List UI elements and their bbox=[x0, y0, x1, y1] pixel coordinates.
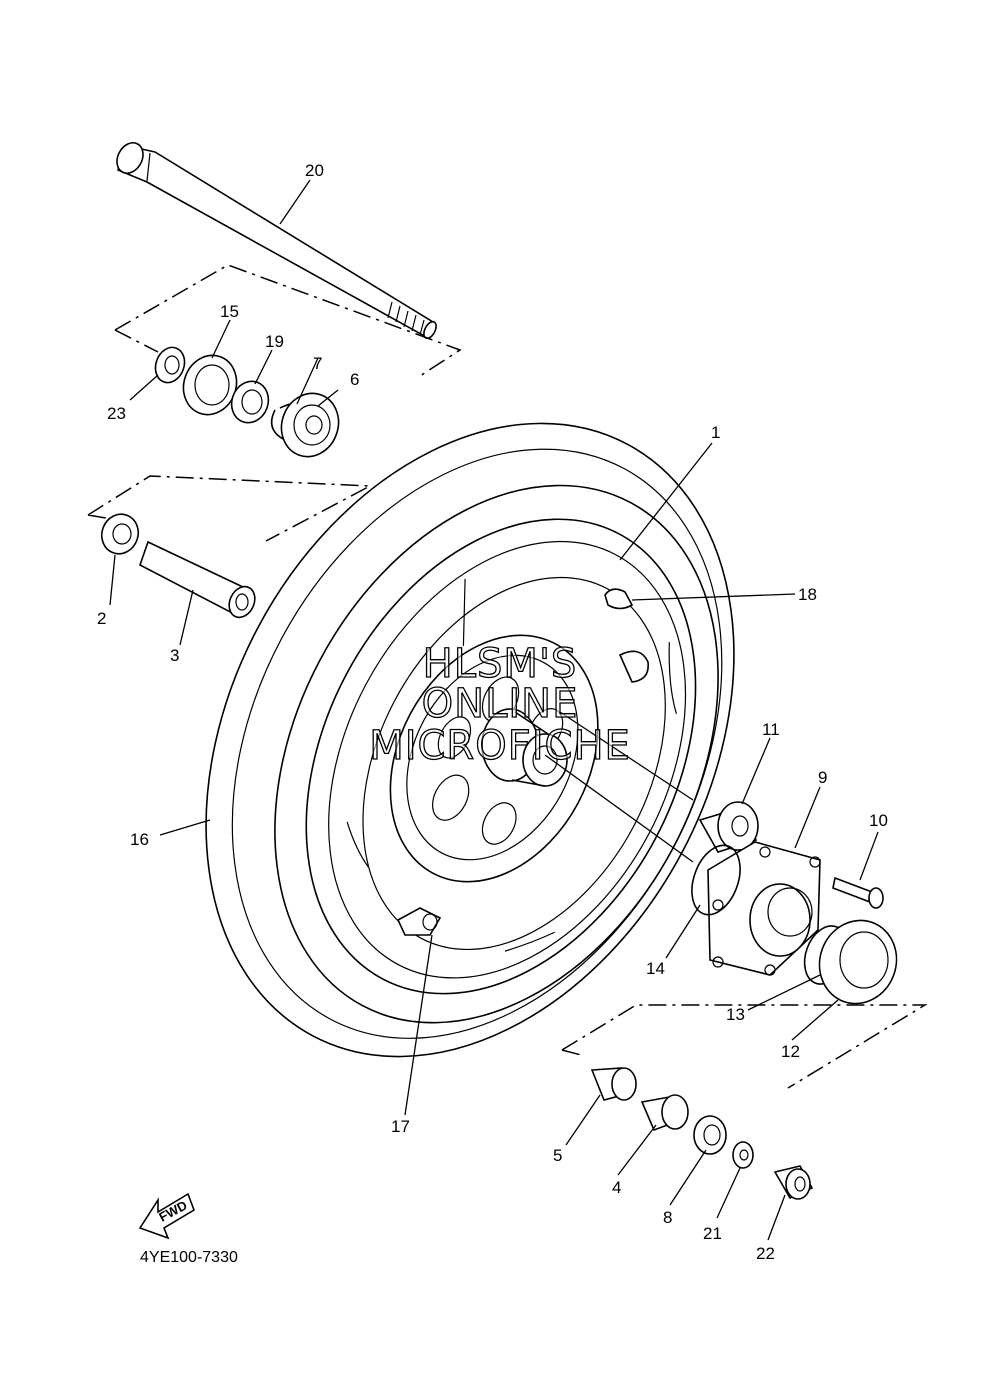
valve-stem bbox=[396, 907, 442, 936]
part-label-4: 4 bbox=[612, 1178, 621, 1197]
axle bbox=[116, 141, 437, 340]
part-label-6: 6 bbox=[350, 370, 359, 389]
part-10-shape bbox=[832, 876, 884, 909]
part-21-shape bbox=[732, 1141, 754, 1169]
watermark-line-3: MICROFICHE bbox=[369, 723, 631, 769]
part-5-shape bbox=[590, 1067, 637, 1101]
part-4-shape bbox=[640, 1094, 689, 1132]
part-6-shape bbox=[280, 392, 340, 458]
part-label-17: 17 bbox=[391, 1117, 410, 1136]
part-label-18: 18 bbox=[798, 585, 817, 604]
part-label-22: 22 bbox=[756, 1244, 775, 1263]
part-label-2: 2 bbox=[97, 609, 106, 628]
balance-weight bbox=[604, 588, 634, 610]
part-label-5: 5 bbox=[553, 1146, 562, 1165]
part-label-11: 11 bbox=[762, 720, 780, 739]
fwd-arrow-icon: FWD bbox=[138, 1192, 195, 1240]
part-12-shape bbox=[818, 919, 898, 1005]
disc-mount-tab bbox=[618, 650, 649, 683]
part-19-shape bbox=[230, 380, 270, 424]
part-label-3: 3 bbox=[170, 646, 179, 665]
part-label-15: 15 bbox=[220, 302, 239, 321]
part-label-9: 9 bbox=[818, 768, 827, 787]
part-label-1: 1 bbox=[711, 423, 720, 442]
hub-boss bbox=[481, 708, 568, 787]
part-label-16: 16 bbox=[130, 830, 149, 849]
part-labels: 20 1 2 3 4 5 6 7 8 9 10 11 12 13 14 15 1… bbox=[97, 161, 888, 1263]
part-label-7: 7 bbox=[313, 354, 322, 373]
part-label-19: 19 bbox=[265, 332, 284, 351]
part-9-shape bbox=[707, 841, 821, 976]
part-label-20: 20 bbox=[305, 161, 324, 180]
part-label-21: 21 bbox=[703, 1224, 722, 1243]
part-22-shape bbox=[773, 1165, 814, 1200]
part-8-shape bbox=[693, 1115, 727, 1155]
part-11-shape bbox=[698, 801, 759, 853]
part-label-10: 10 bbox=[869, 811, 888, 830]
part-label-13: 13 bbox=[726, 1005, 745, 1024]
part-14-shape bbox=[691, 844, 741, 916]
part-label-14: 14 bbox=[646, 959, 665, 978]
part-label-8: 8 bbox=[663, 1208, 672, 1227]
part-label-12: 12 bbox=[781, 1042, 800, 1061]
watermark-line-1: HLSM'S bbox=[423, 641, 578, 687]
part-15-shape bbox=[182, 354, 238, 416]
leader-lines bbox=[109, 179, 879, 1241]
part-label-23: 23 bbox=[107, 404, 126, 423]
wheel-assembly bbox=[205, 422, 735, 1058]
part-2-shape bbox=[100, 513, 140, 555]
part-23-shape bbox=[154, 346, 186, 384]
diagram-code: 4YE100-7330 bbox=[140, 1249, 238, 1266]
group-outline-left-upper bbox=[114, 264, 462, 377]
watermark: HLSM'S ONLINE MICROFICHE bbox=[369, 640, 631, 769]
group-outline-right-lower bbox=[561, 1004, 928, 1089]
watermark-line-2: ONLINE bbox=[422, 681, 579, 727]
part-3-shape bbox=[139, 540, 256, 619]
